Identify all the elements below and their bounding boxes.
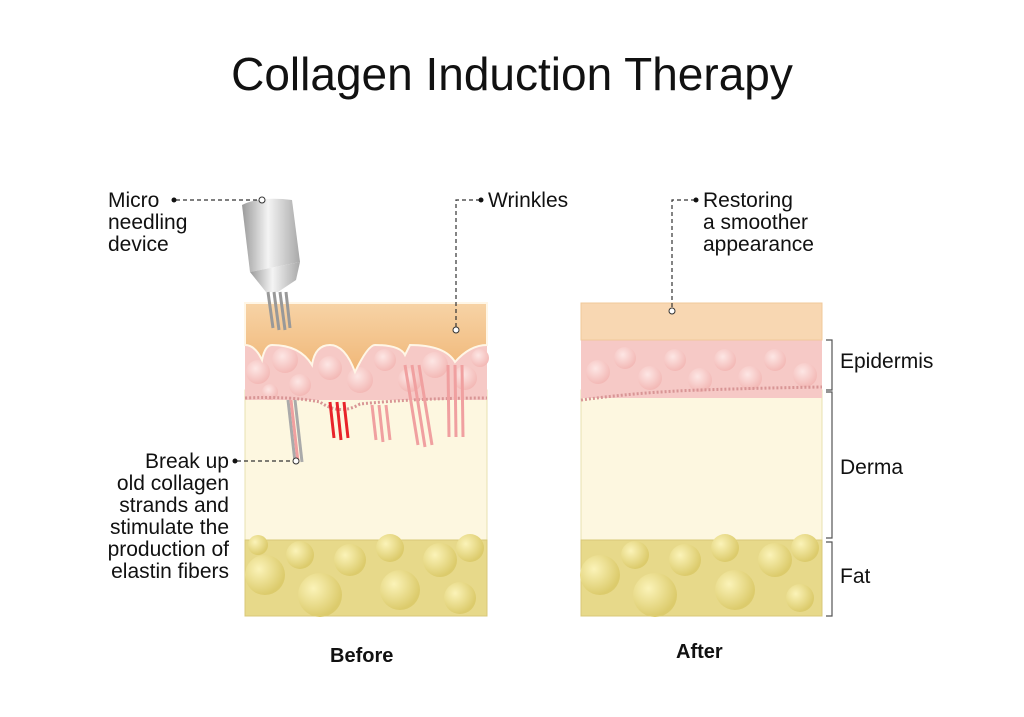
after-derma-layer	[580, 389, 823, 541]
after-epidermis-smooth	[580, 302, 823, 341]
before-epidermis-wrinkled	[244, 302, 488, 375]
before-skin-section	[242, 198, 489, 617]
after-basement-membrane	[580, 385, 823, 402]
caption-after: After	[676, 641, 723, 663]
after-fat-cells	[580, 534, 819, 617]
label-restoring: Restoring a smoother appearance	[703, 189, 814, 257]
label-derma: Derma	[840, 456, 904, 479]
label-break-up-collagen: Break up old collagen strands and stimul…	[107, 450, 229, 584]
label-wrinkles: Wrinkles	[488, 189, 569, 212]
leader-lines	[176, 199, 695, 462]
label-epidermis: Epidermis	[840, 350, 934, 373]
after-skin-section	[580, 302, 823, 617]
label-micro-needling-device: Micro needling device	[108, 189, 188, 257]
before-derma-layer	[244, 389, 488, 541]
before-basement-membrane	[244, 396, 488, 411]
leader-dots	[171, 196, 699, 465]
microneedling-device	[242, 198, 300, 331]
layer-brackets	[826, 339, 833, 617]
needle-channels	[286, 364, 465, 463]
page-title: Collagen Induction Therapy	[231, 48, 793, 100]
label-fat: Fat	[840, 565, 871, 588]
before-epidermis-cells	[246, 347, 489, 400]
after-epidermis-cells	[586, 347, 817, 392]
caption-before: Before	[330, 645, 394, 667]
before-fat-cells	[245, 534, 484, 617]
